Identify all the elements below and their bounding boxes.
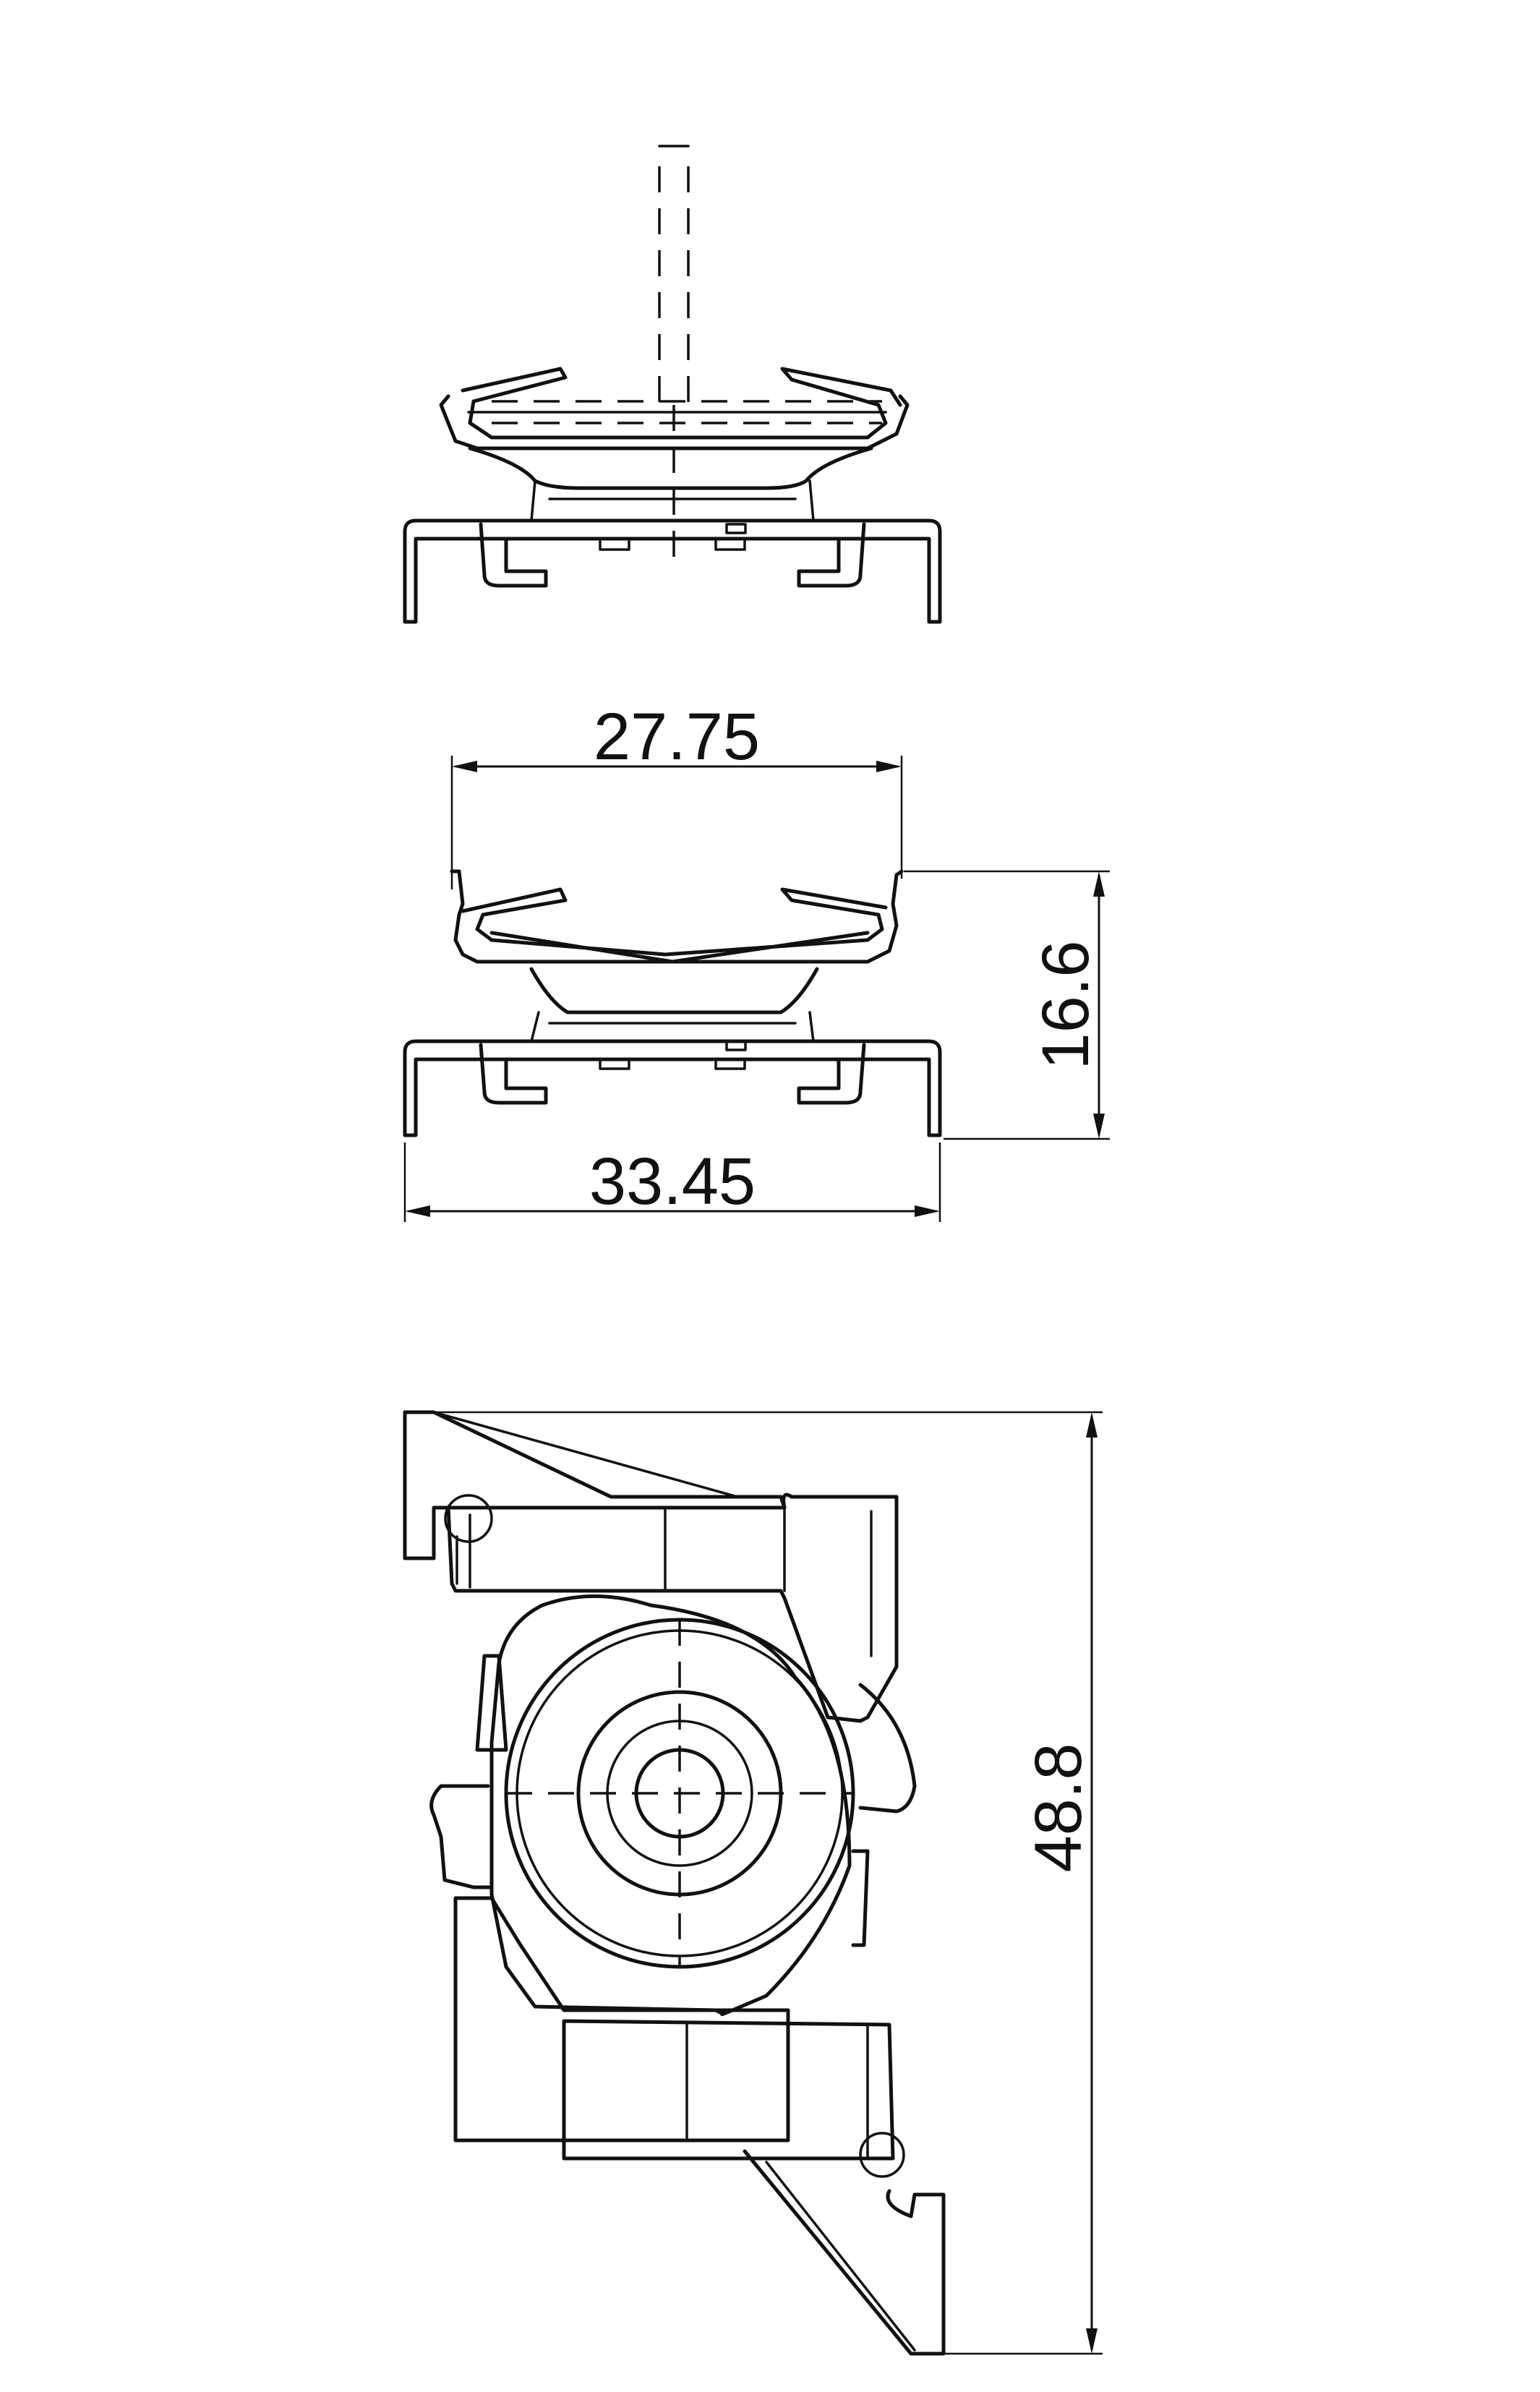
dimension-label-bottom-width: 33.45: [589, 1145, 756, 1218]
spring-clip-upper: [439, 367, 910, 450]
side-view-dimensioned: 27.75 16.6: [403, 700, 1110, 1222]
dimension-label-length: 48.8: [1022, 1743, 1095, 1872]
dimension-label-height: 16.6: [1029, 940, 1103, 1069]
dome-boss-2: [529, 967, 819, 1015]
dimension-height: 16.6: [904, 870, 1110, 1140]
spring-clip-v: [450, 869, 904, 964]
dimension-label-top-width: 27.75: [594, 700, 760, 774]
base-bracket-2: [403, 1039, 942, 1137]
lower-bracket: [743, 2149, 946, 2356]
upper-bracket: [403, 1410, 787, 1560]
base-bracket: [403, 518, 942, 624]
left-tab-lower: [429, 1784, 494, 1889]
dimension-top-width: 27.75: [450, 700, 903, 889]
screw-hidden-lines: [492, 145, 882, 424]
right-tab-lower: [851, 1849, 870, 1947]
dimension-bottom-width: 33.45: [403, 1142, 941, 1222]
lower-arm: [453, 1896, 905, 2178]
plan-view: 48.8: [403, 1410, 1103, 2356]
dimension-length: 48.8: [434, 1411, 1103, 2355]
right-tab-upper: [858, 1683, 917, 1814]
left-tab-upper: [475, 1654, 508, 1752]
round-body: [489, 1594, 855, 2017]
dome-boss: [468, 446, 873, 490]
top-view-with-screw: [403, 145, 942, 624]
upper-arm: [444, 1492, 899, 1723]
